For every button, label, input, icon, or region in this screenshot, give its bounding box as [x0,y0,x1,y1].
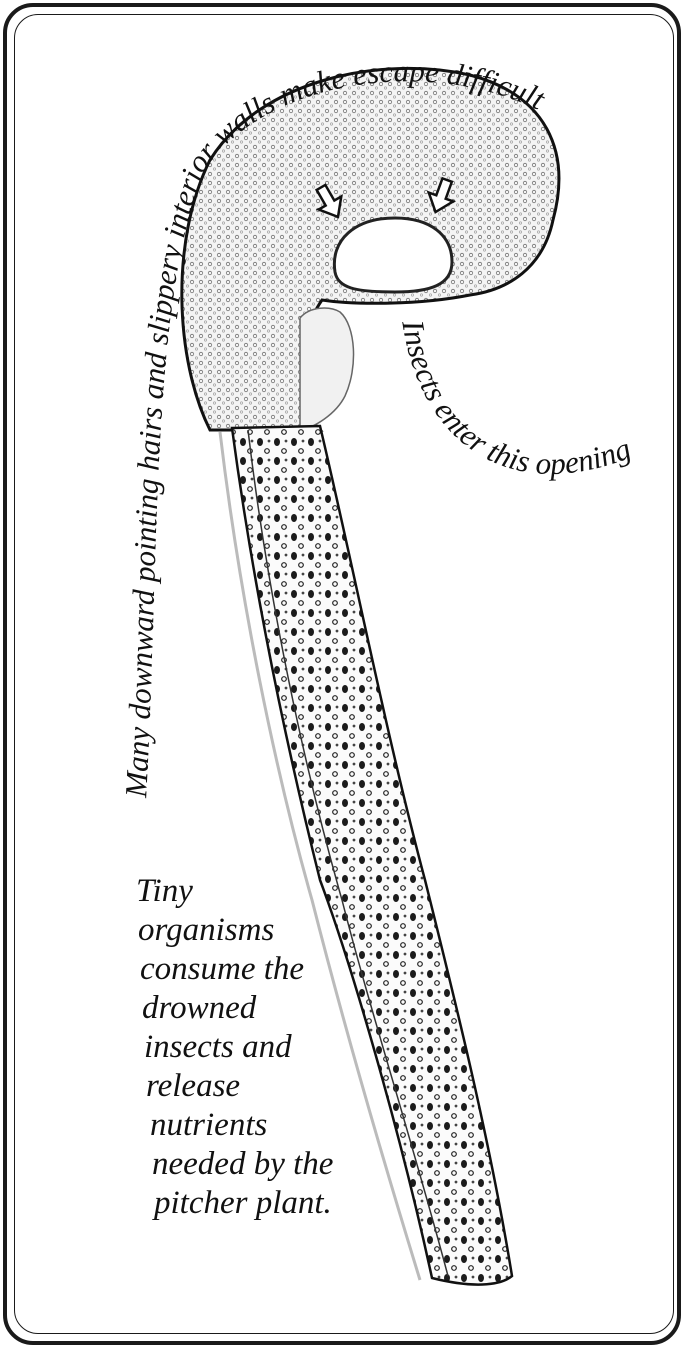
pitcher-opening [334,218,452,292]
note-line: insects and [144,1028,436,1067]
note-line: consume the [140,950,436,989]
note-line: Tiny [136,872,436,911]
note-line: organisms [138,911,436,950]
note-line: pitcher plant. [154,1184,436,1223]
note-line: nutrients [150,1106,436,1145]
note-line: drowned [142,989,436,1028]
opening-label: Insects enter this opening [395,317,635,482]
pitcher-lid [300,308,354,430]
opening-label-text: Insects enter this opening [395,317,635,482]
organisms-note: Tiny organisms consume the drowned insec… [136,872,436,1223]
note-line: release [146,1067,436,1106]
note-line: needed by the [152,1145,436,1184]
